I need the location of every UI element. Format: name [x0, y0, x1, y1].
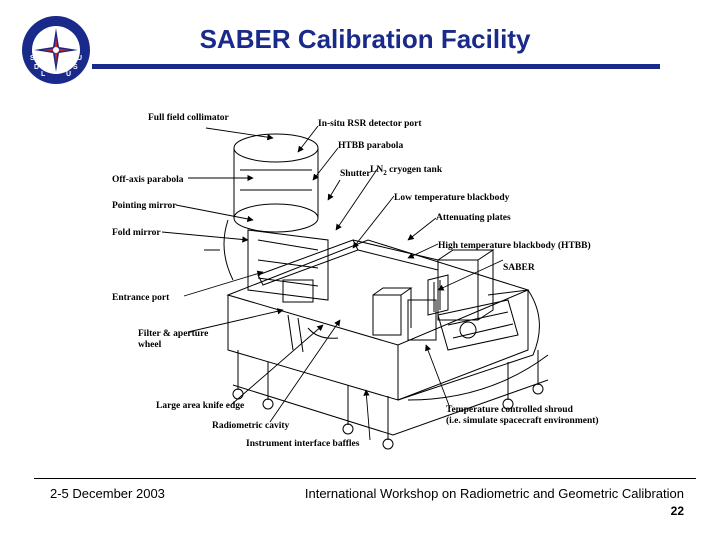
label-shutter: Shutter [340, 169, 371, 179]
label-filter-wheel-line1: Filter & aperture [138, 329, 208, 339]
title-underline [92, 64, 660, 69]
label-radiometric-cavity: Radiometric cavity [212, 421, 290, 431]
label-ln2-tank: LN2 cryogen tank [370, 165, 443, 177]
label-high-temp-bb: High temperature blackbody (HTBB) [438, 240, 591, 251]
logo-letter: S [73, 64, 78, 71]
page-title: SABER Calibration Facility [199, 24, 531, 54]
label-entrance-port: Entrance port [112, 293, 170, 303]
page-number: 22 [670, 504, 684, 518]
logo-star-icon [34, 28, 78, 72]
logo-letter: S [30, 55, 35, 62]
usu-sdl-logo: S D L U S U [22, 16, 90, 84]
diagram-labels: Full field collimator In-situ RSR detect… [112, 113, 599, 449]
label-htbb-parabola: HTBB parabola [338, 141, 403, 151]
label-in-situ-rsr: In-situ RSR detector port [318, 119, 422, 129]
logo-letter: U [66, 71, 71, 78]
label-pointing-mirror: Pointing mirror [112, 201, 177, 211]
logo-letter: L [41, 71, 46, 78]
footer-date: 2-5 December 2003 [50, 486, 165, 501]
label-knife-edge: Large area knife edge [156, 401, 244, 411]
footer-divider [34, 478, 696, 479]
label-off-axis-parabola: Off-axis parabola [112, 175, 184, 185]
label-shroud-line1: Temperature controlled shroud [446, 405, 574, 415]
label-full-field-collimator: Full field collimator [148, 113, 230, 123]
logo-letter: U [77, 55, 82, 62]
footer-event-name: International Workshop on Radiometric an… [304, 486, 684, 501]
calibration-facility-drawing: Full field collimator In-situ RSR detect… [112, 113, 599, 450]
label-attenuating-plates: Attenuating plates [436, 213, 511, 223]
label-fold-mirror: Fold mirror [112, 228, 161, 238]
label-baffles: Instrument interface baffles [246, 439, 360, 449]
label-filter-wheel-line2: wheel [138, 340, 162, 350]
label-low-temp-bb: Low temperature blackbody [394, 193, 510, 203]
label-saber: SABER [503, 263, 535, 273]
label-shroud-line2: (i.e. simulate spacecraft environment) [446, 415, 599, 426]
logo-letter: D [34, 64, 39, 71]
